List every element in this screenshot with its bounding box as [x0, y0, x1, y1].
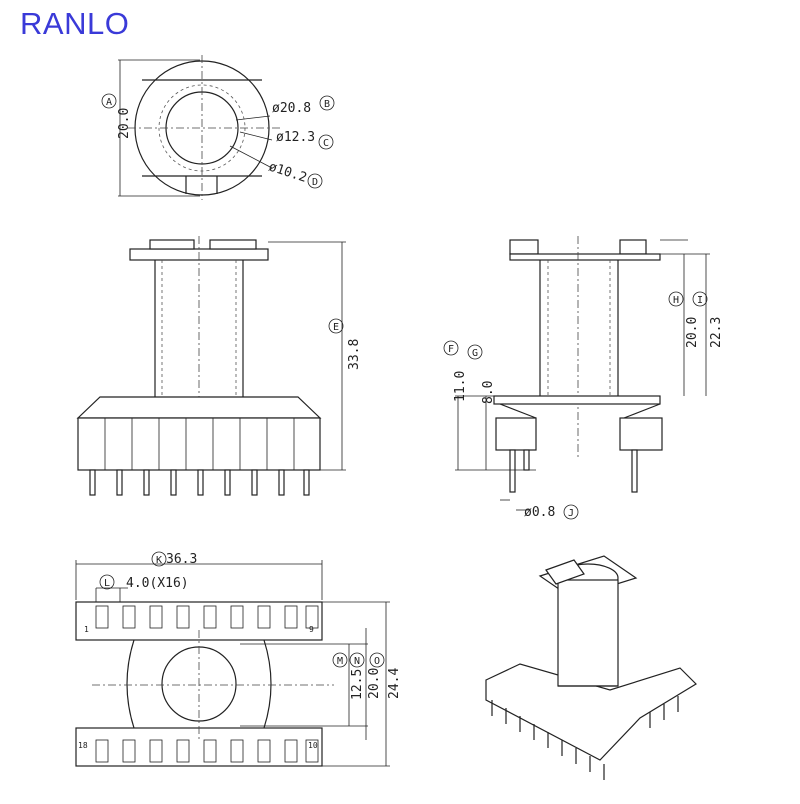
callout-c-letter: C: [323, 138, 329, 149]
callout-i-letter: I: [697, 295, 703, 306]
callout-e-letter: E: [333, 322, 339, 333]
callout-h: H: [668, 291, 684, 307]
callout-b: B: [319, 95, 335, 111]
callout-a-letter: A: [106, 97, 112, 108]
top-view: 20.0: [117, 55, 282, 200]
dim-i-text: 22.3: [709, 317, 724, 348]
callout-o-letter: O: [374, 656, 380, 667]
side-view: 11.0 8.0 20.0 22.3 ø0.8: [453, 236, 724, 520]
callout-m: M: [332, 652, 348, 668]
dim-c-text: ø12.3: [276, 130, 315, 145]
dim-j-text: ø0.8: [524, 505, 555, 520]
bottom-view-top-pins: [95, 605, 319, 629]
bottom-view-bottom-pins: [95, 739, 319, 763]
callout-a: A: [101, 93, 117, 109]
callout-b-letter: B: [324, 99, 330, 110]
front-view-slots: [104, 418, 295, 470]
callout-m-letter: M: [337, 656, 343, 667]
callout-d-letter: D: [312, 177, 318, 188]
dim-m-text: 12.5: [350, 669, 365, 700]
callout-n-letter: N: [354, 656, 360, 667]
callout-c: C: [318, 134, 334, 150]
pin-10-label: 10: [308, 741, 318, 750]
callout-f-letter: F: [448, 344, 454, 355]
dim-n-text: 20.0: [367, 668, 382, 699]
dim-l-text: 4.0(X16): [126, 576, 189, 591]
callout-l: L: [99, 574, 115, 590]
callout-l-letter: L: [104, 578, 110, 589]
callout-e: E: [328, 318, 344, 334]
dim-o-text: 24.4: [387, 668, 402, 699]
callout-g-letter: G: [472, 348, 478, 359]
callout-f: F: [443, 340, 459, 356]
pin-9-label: 9: [309, 625, 314, 634]
pin-18-label: 18: [78, 741, 88, 750]
callout-i: I: [692, 291, 708, 307]
callout-k-letter: K: [156, 555, 162, 566]
dim-e-text: 33.8: [347, 339, 362, 370]
front-view-pins: [89, 469, 310, 496]
dim-f-text: 11.0: [453, 371, 468, 402]
callout-j: J: [563, 504, 579, 520]
dim-a-text: 20.0: [117, 108, 132, 139]
dim-g-text: 8.0: [481, 381, 496, 404]
callout-n: N: [349, 652, 365, 668]
dim-d-text: ø10.2: [267, 160, 309, 186]
front-view: 33.8: [76, 236, 362, 496]
callout-k: K: [151, 551, 167, 567]
callout-o: O: [369, 652, 385, 668]
dim-b-text: ø20.8: [272, 101, 311, 116]
pin-1-label: 1: [84, 625, 89, 634]
callout-d: D: [307, 173, 323, 189]
dim-h-text: 20.0: [685, 317, 700, 348]
dim-k-text: 36.3: [166, 552, 197, 567]
brand-logo-text: RANLO: [20, 6, 130, 41]
callout-j-letter: J: [568, 508, 574, 519]
isometric-pins: [491, 696, 679, 780]
isometric-view: [485, 555, 697, 780]
bottom-view: 36.3 4.0(X16) 12.5 20.0 24.4: [75, 552, 402, 767]
callout-g: G: [467, 344, 483, 360]
callout-h-letter: H: [673, 295, 679, 306]
